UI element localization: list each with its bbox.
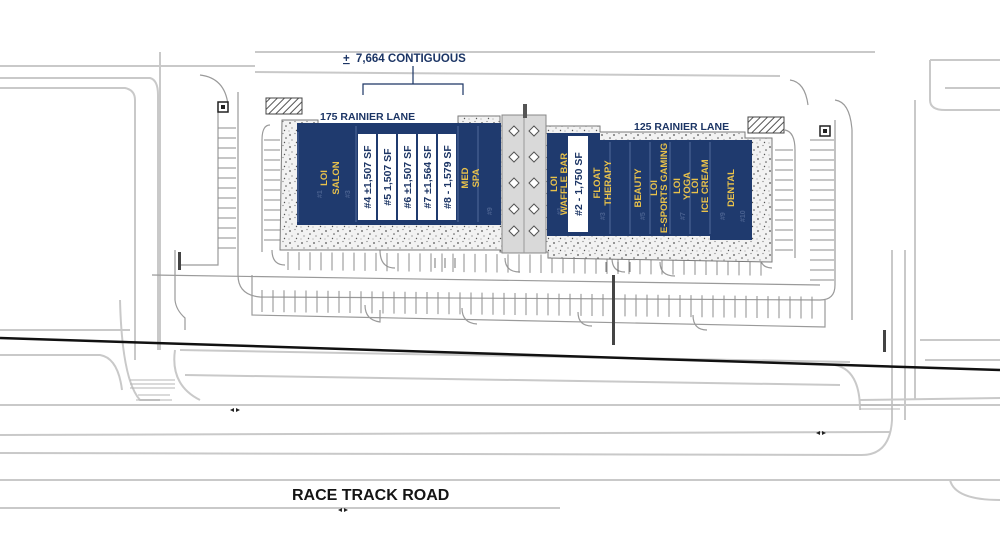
dumpster-icon-right [819,125,831,137]
unit-dividers [297,126,711,234]
tenant-med-spa-1: MED [460,167,471,188]
tenant-esports-2: E-SPORTS GAMING [659,143,670,233]
tenant-beauty: BEAUTY [633,168,644,208]
tenant-med-spa-2: SPA [471,168,482,187]
property-line [0,336,1000,372]
unit-8-label: #8 - 1,579 SF [442,145,454,209]
vacant-units [358,134,588,232]
entry-post-right [612,275,615,345]
contiguous-label: + 7,664 CONTIGUOUS [343,53,466,65]
tenant-yoga-1: LOI [672,178,683,194]
contiguous-bracket [362,66,464,95]
crosswalks [130,379,900,410]
unit-7-label: #7 ±1,564 SF [422,145,434,209]
plus-sign: + [343,53,350,65]
svg-text:#3: #3 [345,190,352,198]
breezeway [501,104,547,254]
building-east [547,133,752,240]
direction-arrows [230,408,826,512]
tenant-ice-cream-1: LOI [690,178,701,194]
tenant-yoga-2: YOGA [682,172,693,200]
tenant-waffle-bar-2: WAFFLE BAR [559,153,570,215]
svg-text:#5: #5 [640,212,647,220]
svg-text:#7: #7 [680,212,687,220]
ghost-unit-numbers: #1 #3 #9 #1 #3 #5 #7 #9 #10 [317,190,747,222]
unit-5-label: #5 1,507 SF [382,148,394,206]
street-label-125: 125 RAINIER LANE [634,121,729,133]
contiguous-value: 7,664 CONTIGUOUS [356,53,466,65]
dumpster-pad-right [747,116,785,134]
ada-stall-markers [434,258,631,272]
svg-text:#3: #3 [600,212,607,220]
unit-2-label: #2 - 1,750 SF [573,152,585,216]
tenant-waffle-bar-1: LOI [549,176,560,192]
tenant-esports-1: LOI [649,180,660,196]
svg-text:#9: #9 [487,207,494,215]
svg-text:#1: #1 [317,190,324,198]
tenant-dental: DENTAL [726,169,737,207]
entry-post-east [883,330,886,352]
road-network [0,51,1000,509]
svg-text:#1: #1 [557,207,564,215]
tenant-ice-cream-2: ICE CREAM [700,159,711,212]
dumpster-icon-left [217,101,229,113]
unit-4-label: #4 ±1,507 SF [362,145,374,209]
street-label-175: 175 RAINIER LANE [320,111,415,123]
parking-lot [151,74,853,331]
svg-text:#10: #10 [740,210,747,222]
entry-post-left [178,252,181,270]
tenant-loi-salon-2: SALON [331,161,342,194]
tenant-float-therapy-2: THERAPY [603,160,614,206]
svg-text:#9: #9 [720,212,727,220]
tenant-loi-salon-1: LOI [319,170,330,186]
tenant-labels: LOI SALON #4 ±1,507 SF #5 1,507 SF #6 ±1… [319,143,737,233]
dumpster-pad-left [265,97,303,115]
unit-6-label: #6 ±1,507 SF [402,145,414,209]
street-label-race-track: RACE TRACK ROAD [292,487,449,504]
tenant-float-therapy-1: FLOAT [592,167,603,198]
